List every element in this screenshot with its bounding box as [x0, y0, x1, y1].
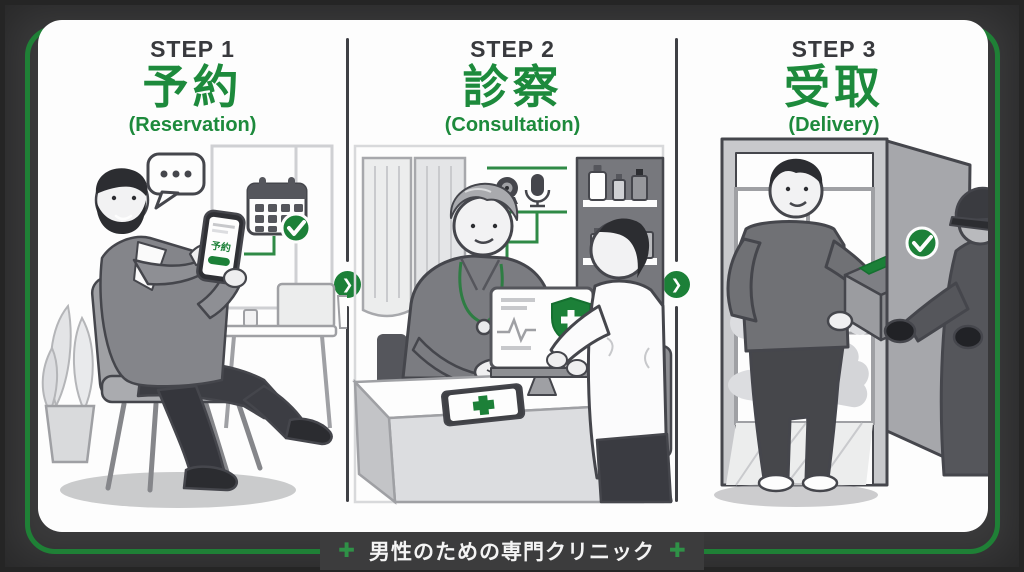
- stethoscope: [458, 261, 482, 324]
- checkmark-icon: [280, 212, 312, 244]
- connector-line: [505, 212, 539, 260]
- step2-title-en: (Consultation): [444, 114, 581, 137]
- content-panel: STEP 1 予約 (Reservation) STEP 2 診察 (Consu…: [38, 20, 988, 532]
- medical-tablet: [441, 383, 526, 427]
- next-step-arrow-icon: ❯: [334, 271, 361, 298]
- plant: [41, 303, 96, 464]
- speech-bubble-icon: [146, 152, 206, 210]
- footer-bar: ✚ 男性のための専門クリニック ✚: [0, 529, 1024, 572]
- floor-shadow: [60, 472, 296, 508]
- step3-title-en: (Delivery): [788, 114, 880, 137]
- courier-glove: [883, 318, 917, 344]
- man-figure: [94, 168, 333, 492]
- divider-1: [346, 306, 349, 502]
- step2-title-ja: 診察: [462, 61, 563, 114]
- green-cross-icon: [472, 395, 495, 416]
- step2-label: STEP 2: [470, 36, 555, 62]
- footer-pill: ✚ 男性のための専門クリニック ✚: [320, 531, 704, 570]
- divider-2: [675, 38, 678, 262]
- microphone-icon: [524, 174, 551, 208]
- step1-header: STEP 1 予約 (Reservation): [38, 20, 347, 137]
- connector-line: [244, 236, 276, 256]
- next-step-arrow-icon: ❯: [663, 271, 690, 298]
- medical-cross-icon: ✚: [338, 539, 355, 562]
- floor: [726, 422, 873, 486]
- step3-label: STEP 3: [791, 36, 877, 62]
- smartphone: 予約: [196, 209, 246, 285]
- step1-title-ja: 予約: [142, 61, 243, 114]
- step1-title-en: (Reservation): [128, 114, 257, 137]
- step3-title-ja: 受取: [784, 61, 884, 114]
- chevron-right-icon: ❯: [670, 276, 683, 292]
- checkmark-icon: [905, 226, 939, 260]
- step1-label: STEP 1: [150, 36, 235, 62]
- divider-2: [675, 306, 678, 502]
- delivery-illustration: [714, 137, 988, 507]
- man-hand: [826, 310, 854, 332]
- medical-cross-icon: ✚: [669, 539, 686, 562]
- hand-holding-phone: [222, 267, 248, 289]
- consultation-illustration: [352, 144, 673, 505]
- desk: [222, 282, 347, 429]
- step2-header: STEP 2 診察 (Consultation): [349, 20, 676, 137]
- reservation-illustration: 予約: [41, 144, 347, 508]
- footer-tagline: 男性のための専門クリニック: [369, 540, 655, 564]
- courier-figure: [883, 186, 988, 477]
- courier-glove: [952, 324, 984, 350]
- phone-screen-label: 予約: [210, 239, 232, 255]
- man-figure: [726, 158, 884, 493]
- floor-shadow: [714, 483, 878, 507]
- step3-header: STEP 3 受取 (Delivery): [678, 20, 988, 137]
- chevron-right-icon: ❯: [341, 276, 354, 292]
- divider-1: [346, 38, 349, 262]
- patient-figure: [546, 218, 673, 504]
